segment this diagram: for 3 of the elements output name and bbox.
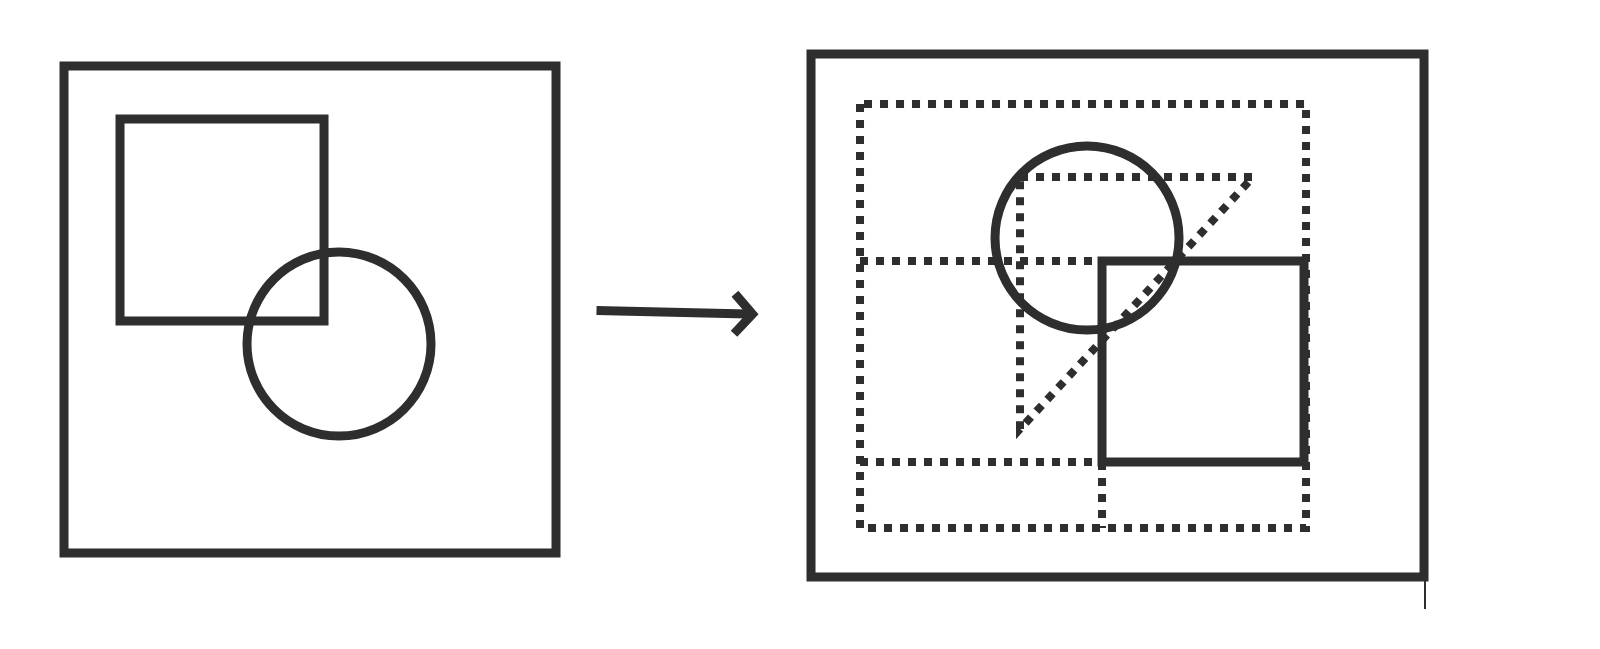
arrow (596, 290, 759, 337)
frame-box (806, 49, 1429, 582)
frame-box (59, 61, 561, 558)
